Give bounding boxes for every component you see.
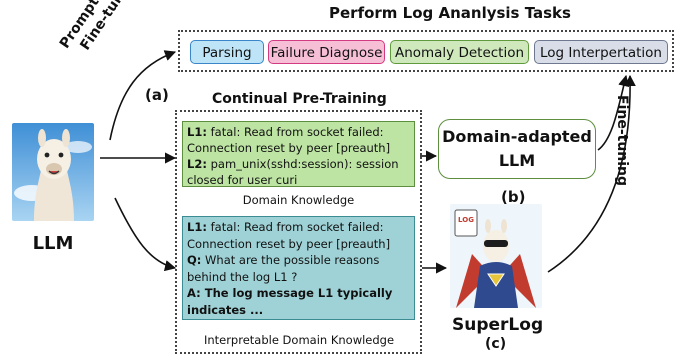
arrow-llm-to-tasks	[109, 50, 177, 141]
llm-label: LLM	[32, 233, 74, 254]
interpretable-knowledge-box: L1: fatal: Read from socket failed: Conn…	[182, 216, 415, 320]
arrow-domain-adapted-to-tasks	[597, 74, 630, 151]
fine-tuning-label: Fine-tuning	[614, 95, 630, 187]
task-parsing: Parsing	[190, 40, 264, 64]
domain-adapted-line2: LLM	[498, 151, 536, 170]
teal-l1-tag: L1:	[187, 220, 207, 234]
log-doc-text: LOG	[458, 216, 474, 224]
green-l2-text: pam_unix(sshd:session): session closed f…	[187, 157, 399, 187]
teal-a-tag: A:	[187, 286, 201, 300]
interpretable-knowledge-label: Interpretable Domain Knowledge	[203, 333, 395, 347]
domain-adapted-line1: Domain-adapted	[442, 127, 592, 146]
tasks-container: Parsing Failure Diagnose Anomaly Detecti…	[178, 30, 674, 72]
green-l2-tag: L2:	[187, 157, 207, 171]
marker-c: (c)	[485, 336, 507, 352]
domain-knowledge-label: Domain Knowledge	[242, 193, 355, 207]
arrow-llm-to-teal	[114, 197, 177, 272]
task-log-interpretation: Log Interpertation	[534, 40, 668, 64]
domain-knowledge-box: L1: fatal: Read from socket failed: Conn…	[182, 121, 415, 187]
marker-b: (b)	[501, 188, 526, 206]
green-l1-tag: L1:	[187, 125, 207, 139]
task-anomaly-detection: Anomaly Detection	[390, 40, 529, 64]
teal-q-tag: Q:	[187, 253, 202, 267]
task-failure-diagnose: Failure Diagnose	[268, 40, 385, 64]
cpt-title: Continual Pre-Training	[212, 91, 387, 107]
superlog-label: SuperLog	[452, 315, 544, 335]
cpt-container	[175, 110, 422, 354]
teal-l1-text: fatal: Read from socket failed: Connecti…	[187, 220, 391, 251]
teal-a-text: The log message L1 typically indicates .…	[187, 286, 393, 317]
domain-adapted-llm-box: Domain-adapted LLM	[438, 119, 596, 179]
tasks-title: Perform Log Ananlysis Tasks	[329, 4, 571, 22]
llama-image	[12, 123, 94, 221]
superlog-image: LOG	[450, 204, 542, 308]
arrow-superlog-to-tasks	[547, 74, 636, 273]
teal-q-text: What are the possible reasons behind the…	[187, 253, 380, 284]
marker-a: (a)	[145, 86, 169, 104]
green-l1-text: fatal: Read from socket failed: Connecti…	[187, 125, 391, 155]
